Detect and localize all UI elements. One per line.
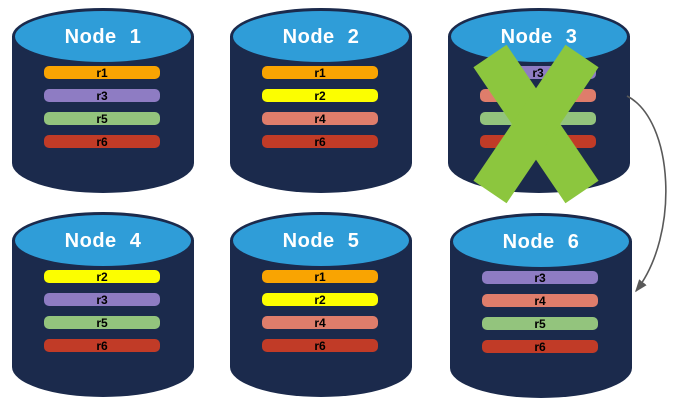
replica-label: r6 <box>534 339 546 354</box>
node-title: Node 3 <box>500 26 578 48</box>
replica-label: r6 <box>532 134 544 149</box>
replica-label: r3 <box>532 65 544 80</box>
node-top-ellipse: Node 4 <box>12 212 194 269</box>
replica-label: r6 <box>314 134 326 149</box>
replica-list: r2 r3 r5 r6 <box>44 270 160 352</box>
node-title: Node 5 <box>282 230 360 252</box>
node-top-ellipse: Node 5 <box>230 212 412 269</box>
replica-bar: r6 <box>44 339 160 352</box>
replica-bar: r6 <box>482 340 598 353</box>
node-cylinder-6: Node 6 r3 r4 r5 r6 <box>450 213 632 398</box>
replica-bar: r2 <box>262 89 378 102</box>
replica-label: r6 <box>96 338 108 353</box>
replica-bar: r1 <box>44 66 160 79</box>
replica-label: r3 <box>534 270 546 285</box>
replica-label: r4 <box>314 111 326 126</box>
replica-label: r2 <box>314 292 326 307</box>
replica-list: r1 r2 r4 r6 <box>262 66 378 148</box>
replica-label: r2 <box>314 88 326 103</box>
replica-bar: r3 <box>482 271 598 284</box>
replica-bar: r1 <box>262 66 378 79</box>
replica-bar: r5 <box>482 317 598 330</box>
replica-list: r1 r2 r4 r6 <box>262 270 378 352</box>
replica-list: r1 r3 r5 r6 <box>44 66 160 148</box>
replica-label: r1 <box>314 65 326 80</box>
node-title: Node 2 <box>282 26 360 48</box>
node-cylinder-5: Node 5 r1 r2 r4 r6 <box>230 212 412 397</box>
node-cylinder-1: Node 1 r1 r3 r5 r6 <box>12 8 194 193</box>
node-cylinder-3: Node 3 r3 r4 r5 r6 <box>448 8 630 193</box>
replica-label: r3 <box>96 292 108 307</box>
replica-label: r5 <box>96 111 108 126</box>
replica-label: r5 <box>96 315 108 330</box>
replica-bar: r6 <box>44 135 160 148</box>
replica-bar: r5 <box>44 112 160 125</box>
replica-label: r2 <box>96 269 108 284</box>
replica-bar: r5 <box>44 316 160 329</box>
replica-bar: r3 <box>44 293 160 306</box>
node-top-ellipse: Node 2 <box>230 8 412 65</box>
failover-arrow <box>626 95 667 293</box>
node-title: Node 1 <box>64 26 142 48</box>
replica-label: r5 <box>532 111 544 126</box>
replica-bar: r6 <box>480 135 596 148</box>
replica-bar: r6 <box>262 339 378 352</box>
node-cylinder-2: Node 2 r1 r2 r4 r6 <box>230 8 412 193</box>
replica-label: r5 <box>534 316 546 331</box>
replica-bar: r3 <box>44 89 160 102</box>
replica-bar: r1 <box>262 270 378 283</box>
node-top-ellipse: Node 1 <box>12 8 194 65</box>
replica-label: r4 <box>314 315 326 330</box>
replica-label: r4 <box>534 293 546 308</box>
replica-list: r3 r4 r5 r6 <box>480 66 596 148</box>
replica-label: r3 <box>96 88 108 103</box>
replica-list: r3 r4 r5 r6 <box>482 271 598 353</box>
node-top-ellipse: Node 3 <box>448 8 630 65</box>
node-title: Node 6 <box>502 231 580 253</box>
replica-bar: r2 <box>262 293 378 306</box>
replica-bar: r3 <box>480 66 596 79</box>
replica-label: r4 <box>532 88 544 103</box>
replica-label: r6 <box>314 338 326 353</box>
replica-label: r1 <box>314 269 326 284</box>
node-cylinder-4: Node 4 r2 r3 r5 r6 <box>12 212 194 397</box>
replica-bar: r4 <box>262 112 378 125</box>
node-title: Node 4 <box>64 230 142 252</box>
replica-bar: r5 <box>480 112 596 125</box>
replica-bar: r2 <box>44 270 160 283</box>
replica-label: r1 <box>96 65 108 80</box>
replica-bar: r4 <box>482 294 598 307</box>
replica-bar: r6 <box>262 135 378 148</box>
replica-bar: r4 <box>262 316 378 329</box>
replica-bar: r4 <box>480 89 596 102</box>
replica-label: r6 <box>96 134 108 149</box>
node-top-ellipse: Node 6 <box>450 213 632 270</box>
